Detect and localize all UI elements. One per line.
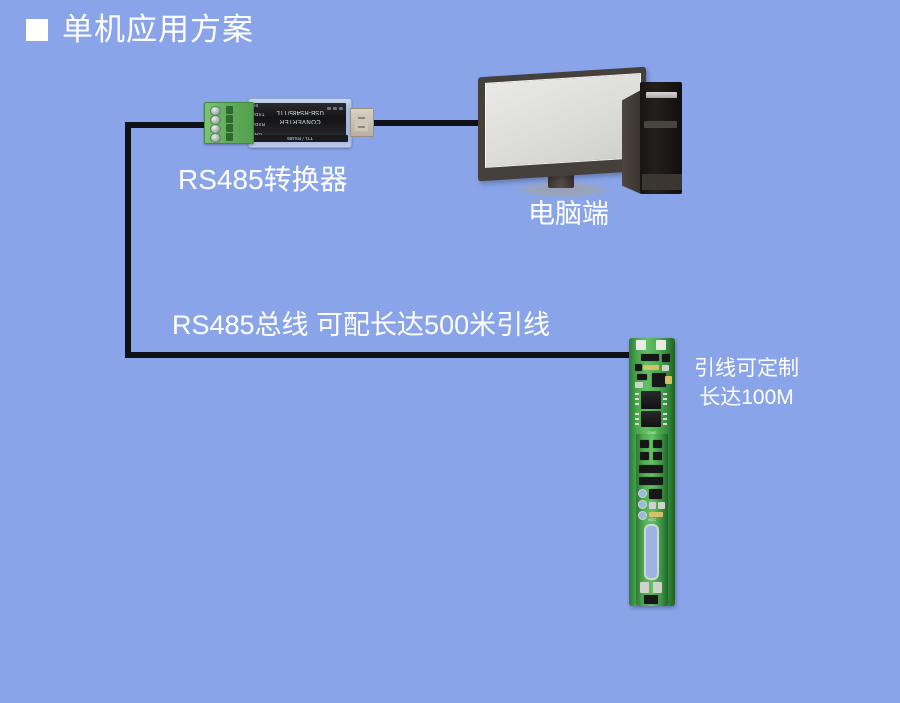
smd-pad — [635, 382, 643, 388]
converter-bottom-strip: TTL / RS485 — [252, 135, 348, 142]
pcb-via-hole — [638, 500, 647, 509]
smd-capacitor — [640, 440, 649, 448]
usb-contact-insert — [355, 114, 368, 131]
label-rs485-bus: RS485总线 可配长达500米引线 — [172, 310, 551, 340]
monitor-bezel — [478, 66, 646, 182]
wire-left-vertical-run — [125, 122, 133, 360]
pcb-top-pad — [636, 340, 646, 350]
smd-pad — [653, 582, 662, 593]
wire-converter-to-corner — [125, 122, 219, 130]
pcb-via-hole — [638, 511, 647, 520]
usb-a-connector — [350, 108, 374, 137]
page-title: 单机应用方案 — [26, 14, 254, 45]
pcb-silkscreen-mid: VCC — [647, 517, 657, 522]
integrated-circuit — [641, 391, 661, 409]
smd-transistor — [652, 373, 666, 387]
smd-led — [665, 376, 672, 384]
terminal-slot — [226, 115, 233, 123]
sensor-pcb-module: GND VCC — [629, 338, 675, 606]
smd-pad — [662, 365, 669, 371]
terminal-slot — [226, 106, 233, 114]
smd-gold-pad — [643, 365, 659, 370]
smd-capacitor — [653, 440, 662, 448]
computer-illustration — [470, 66, 710, 208]
label-lead-custom: 引线可定制 长达100M — [694, 354, 799, 412]
tower-base-foot — [642, 174, 682, 190]
terminal-slot — [226, 133, 233, 141]
square-bullet-icon — [26, 18, 48, 41]
label-computer: 电脑端 — [528, 199, 609, 229]
sensor-chip — [644, 595, 658, 604]
smd-diode — [635, 364, 642, 371]
optical-drive-slot — [646, 92, 677, 98]
smd-resistor — [637, 374, 647, 380]
page-title-text: 单机应用方案 — [62, 12, 254, 47]
led-indicator — [327, 107, 331, 110]
monitor-screen — [485, 73, 641, 168]
smd-pad — [640, 582, 649, 593]
smd-resistor — [641, 354, 659, 361]
wire-usb-to-computer — [366, 120, 493, 128]
label-lead-line2: 长达100M — [699, 386, 794, 409]
pcb-mounting-slot — [644, 524, 659, 580]
converter-terminal-block — [204, 102, 254, 144]
converter-bottom-strip-text: TTL / RS485 — [287, 136, 313, 141]
terminal-screw — [210, 133, 221, 143]
led-indicator — [339, 107, 343, 110]
smd-capacitor — [653, 452, 662, 460]
converter-label-board: USB-RS485/TTL CONVERTER — [254, 103, 346, 136]
smd-capacitor — [640, 452, 649, 460]
smd-capacitor — [662, 354, 670, 362]
pcb-silkscreen-top: GND — [647, 430, 657, 435]
smd-pad — [649, 502, 656, 509]
led-indicator — [333, 107, 337, 110]
monitor-base-shadow — [514, 181, 612, 198]
tower-vent-slot — [644, 121, 677, 128]
desktop-tower — [622, 76, 682, 198]
rs485-converter-device: USB-RS485/TTL CONVERTER 5V TXD/A RXD/B G… — [204, 98, 374, 148]
integrated-circuit — [641, 411, 661, 427]
terminal-slot — [226, 124, 233, 132]
smd-resistor — [639, 477, 663, 485]
smd-pad — [658, 502, 665, 509]
pcb-top-pad — [656, 340, 666, 350]
wire-rs485-bus-run — [125, 352, 647, 360]
smd-transistor — [649, 489, 662, 499]
label-lead-line1: 引线可定制 — [694, 357, 799, 380]
converter-led-group — [327, 107, 343, 110]
label-rs485-converter: RS485转换器 — [178, 164, 348, 195]
smd-resistor — [639, 465, 663, 473]
smd-gold-pad — [649, 512, 663, 517]
tower-side-panel — [622, 90, 641, 194]
pcb-via-hole — [638, 489, 647, 498]
